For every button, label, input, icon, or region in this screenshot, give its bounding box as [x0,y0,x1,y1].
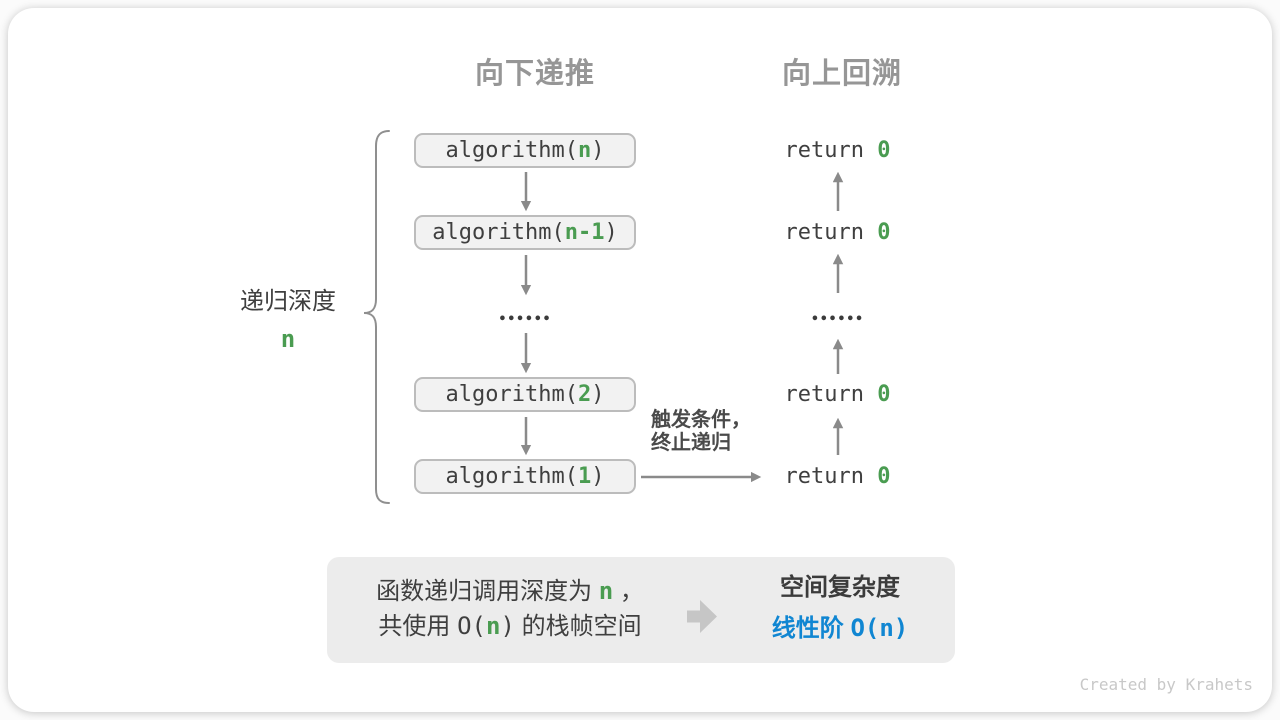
call-arg: n [577,138,592,163]
recursion-depth-label: 递归深度 n [208,281,368,353]
return-statement-4: return 0 [770,460,905,494]
return-text: return [784,382,878,407]
call-text: algorithm( [445,382,578,407]
depth-label-text: 递归深度 [240,288,336,315]
return-value: 0 [877,382,891,407]
call-text: algorithm( [445,138,578,163]
return-value: 0 [877,220,891,245]
summary-left-line-1: 函数递归调用深度为 n ， [330,574,690,608]
return-text: return [784,138,878,163]
column-header-upward: 向上回溯 [781,58,902,90]
credit-text: Created by Krahets [1079,675,1253,694]
call-text: ) [591,138,605,163]
return-text: return [784,464,878,489]
return-value: 0 [877,464,891,489]
call-box-algorithm-n: algorithm(n) [414,133,636,168]
summary-text: 的栈帧空间 [514,613,642,640]
stack-ellipsis: •••••• [498,312,552,327]
returns-ellipsis: •••••• [811,312,864,327]
space-complexity-title: 空间复杂度 [780,574,900,601]
call-text: ) [591,382,605,407]
call-arg: 1 [577,464,592,489]
summary-text: ， [613,578,644,605]
complexity-order-text: 线性阶 [771,615,851,642]
call-text: ) [604,220,618,245]
call-text: algorithm( [432,220,565,245]
summary-panel [327,557,955,663]
complexity-big-o: O(n) [850,614,909,642]
call-box-algorithm-2: algorithm(2) [414,377,636,412]
big-o-close: ) [500,612,515,640]
return-value: 0 [877,138,891,163]
summary-text: 函数递归调用深度为 [376,578,599,605]
return-statement-3: return 0 [770,378,905,412]
call-text: algorithm( [445,464,578,489]
big-o-open: O( [457,612,486,640]
return-statement-2: return 0 [770,216,905,250]
return-text: return [784,220,878,245]
call-box-algorithm-n-1: algorithm(n-1) [414,215,636,250]
summary-left-line-2: 共使用 O(n) 的栈帧空间 [330,609,690,643]
call-text: ) [591,464,605,489]
call-box-algorithm-1: algorithm(1) [414,459,636,494]
depth-value: n [280,325,296,353]
call-arg: n-1 [564,220,605,245]
summary-n: n [486,612,501,640]
summary-text: 共使用 [378,613,458,640]
base-case-line-2: 终止递归 [651,432,731,454]
base-case-line-1: 触发条件， [651,409,751,431]
column-header-downward: 向下递推 [474,58,595,90]
return-statement-1: return 0 [770,134,905,168]
call-arg: 2 [577,382,592,407]
space-complexity-result: 线性阶 O(n) [730,611,950,645]
summary-n: n [598,577,614,605]
base-case-note: 触发条件， 终止递归 [651,409,811,455]
